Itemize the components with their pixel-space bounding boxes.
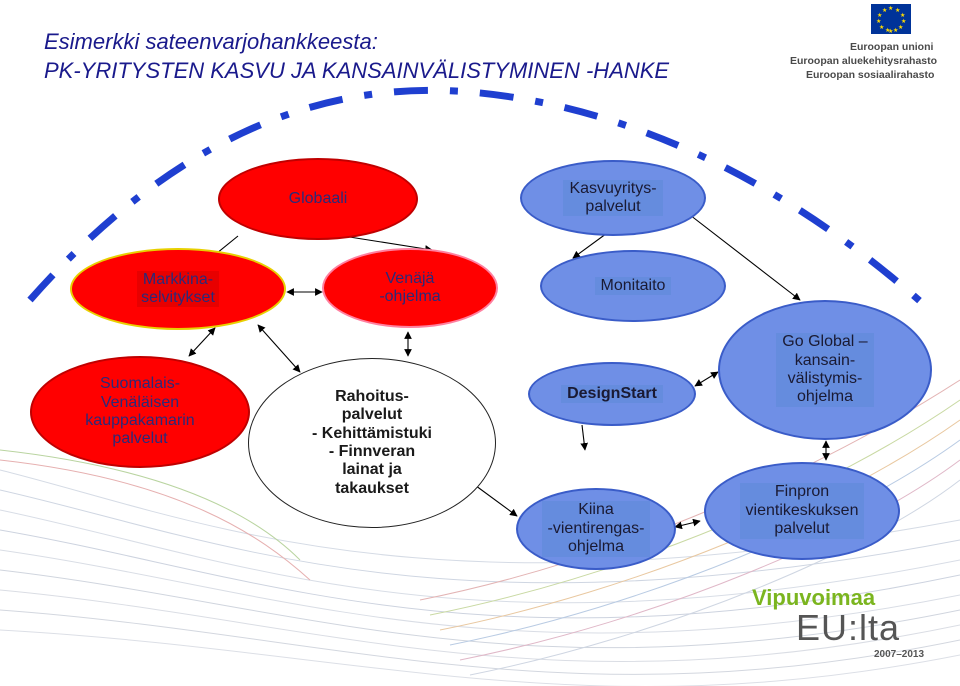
eu-logo: ★ ★ ★ ★ ★ ★ ★ ★ ★ ★ ★ ★ Euroopan unioni … [790, 0, 960, 82]
node-markkinaselvitykset-label: Markkina- selvitykset [137, 270, 219, 308]
node-finpro-label: Finpron vientikeskuksen palvelut [739, 483, 865, 539]
eu-logo-line-3: Euroopan sosiaalirahasto [806, 69, 935, 81]
connector-designstart-goglobal [694, 371, 719, 387]
title-line-1: Esimerkki sateenvarjohankkeesta: [44, 29, 378, 54]
connector-kasvu-goglobal [689, 214, 801, 301]
node-kiina-label: Kiina -vientirengas- ohjelma [541, 501, 651, 557]
connector-markkina-rahoitus [257, 324, 301, 373]
node-goglobal: Go Global – kansain- välistymis- ohjelma [718, 300, 932, 440]
node-venaja: Venäjä -ohjelma [322, 248, 498, 328]
connector-designstart-kiina [580, 424, 588, 451]
node-kauppakamari: Suomalais- Venäläisen kauppakamarin palv… [30, 356, 250, 468]
node-kiina: Kiina -vientirengas- ohjelma [516, 488, 676, 570]
program-years-text: 2007–2013 [874, 649, 925, 660]
node-designstart-label: DesignStart [561, 384, 663, 404]
umbrella-arc [27, 86, 933, 313]
node-venaja-label: Venäjä -ohjelma [379, 269, 441, 305]
vipuvoimaa-text: Vipuvoimaa [752, 585, 876, 610]
node-goglobal-label: Go Global – kansain- välistymis- ohjelma [776, 333, 874, 407]
node-kauppakamari-label: Suomalais- Venäläisen kauppakamarin palv… [85, 375, 195, 448]
node-kasvuyrityspalvelut-label: Kasvuyritys- palvelut [563, 179, 663, 217]
connector-markkina-kauppakamari [188, 327, 216, 357]
eu-flag-icon: ★ ★ ★ ★ ★ ★ ★ ★ ★ ★ ★ ★ [871, 4, 911, 35]
title-line-2: PK-YRITYSTEN KASVU JA KANSAINVÄLISTYMINE… [44, 58, 670, 83]
node-finpro: Finpron vientikeskuksen palvelut [704, 462, 900, 560]
eu-logo-line-1: Euroopan unioni [850, 41, 934, 53]
background-swoosh-lines [0, 379, 960, 686]
node-monitaito: Monitaito [540, 250, 726, 322]
vipuvoimaa-logo: Vipuvoimaa EU:lta 2007–2013 [752, 585, 942, 665]
node-globaali-label: Globaali [288, 189, 348, 207]
node-kasvuyrityspalvelut: Kasvuyritys- palvelut [520, 160, 706, 236]
node-markkinaselvitykset: Markkina- selvitykset [70, 248, 286, 330]
node-designstart: DesignStart [528, 362, 696, 426]
eu-logo-line-2: Euroopan aluekehitysrahasto [790, 55, 938, 67]
node-globaali: Globaali [218, 158, 418, 240]
node-rahoituspalvelut-label: Rahoitus- palvelut - Kehittämistuki - Fi… [311, 387, 432, 497]
node-monitaito-label: Monitaito [594, 276, 672, 296]
connector-kiina-finpro [674, 518, 701, 530]
eulta-text: EU:lta [796, 607, 901, 648]
node-rahoituspalvelut: Rahoitus- palvelut - Kehittämistuki - Fi… [248, 358, 496, 528]
